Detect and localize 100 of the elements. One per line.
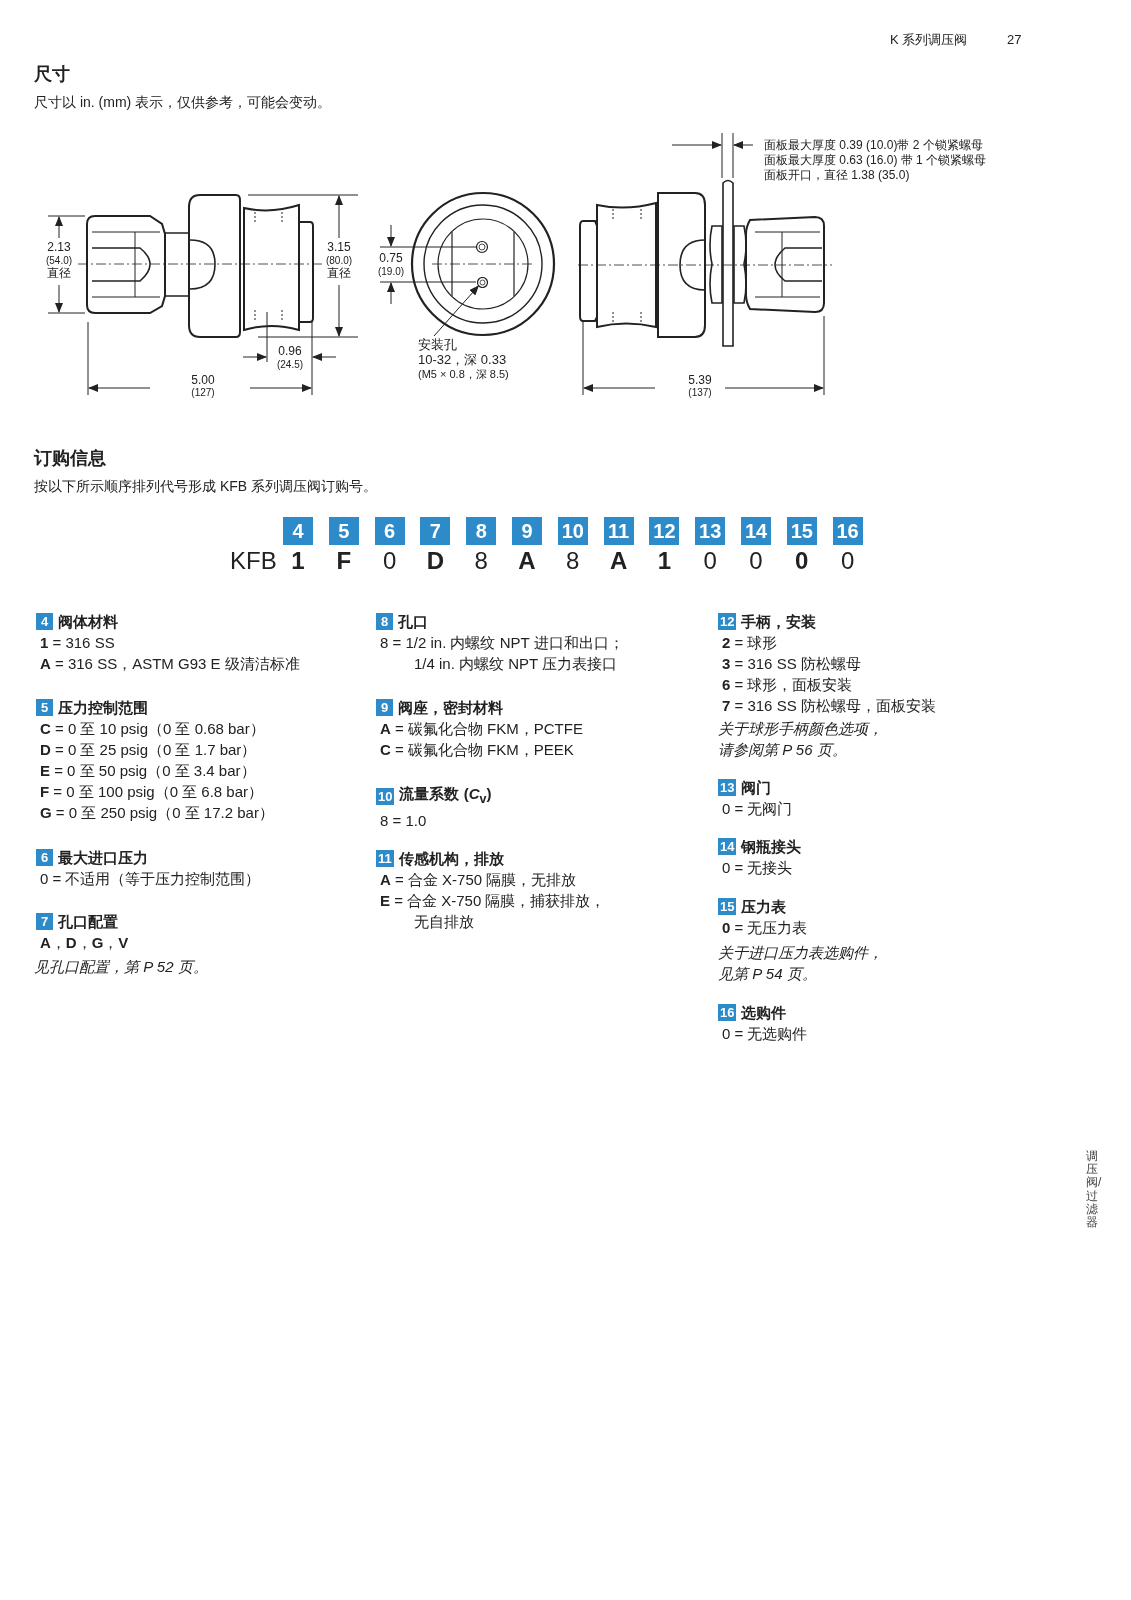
option-line: G = 0 至 250 psig（0 至 17.2 bar） [39, 803, 274, 823]
section-number-badge: 10 [376, 788, 395, 805]
option-line: 1/4 in. 内螺纹 NPT 压力表接口 [413, 654, 619, 674]
reference-note: 关于球形手柄颜色选项，请参阅第 P 56 页。 [718, 719, 884, 760]
option-heading: 钢瓶接头 [741, 837, 802, 857]
code-position-badge: 15 [786, 517, 817, 545]
code-position-badge: 5 [328, 517, 359, 545]
panel-note: 面板最大厚度 0.63 (16.0) 带 1 个锁紧螺母 [764, 153, 987, 168]
option-line: 1 = 316 SS [39, 633, 116, 653]
code-position-badge: 7 [420, 517, 451, 545]
code-character: 8 [473, 547, 489, 576]
code-position-badge: 13 [695, 517, 726, 545]
dimension-value: 0.75 [378, 251, 404, 266]
option-line: 6 = 球形，面板安装 [721, 675, 854, 695]
option-line: 8 = 1/2 in. 内螺纹 NPT 进口和出口； [379, 633, 624, 653]
section-number-badge: 9 [376, 699, 393, 716]
code-position-badge: 16 [832, 517, 863, 545]
section-number-badge: 12 [718, 613, 737, 630]
code-position-badge: 10 [557, 517, 588, 545]
dimension-value: 5.39 [687, 373, 713, 388]
option-line: 8 = 1.0 [379, 811, 428, 831]
dimension-value: (54.0) [44, 255, 74, 267]
dimension-value: (24.5) [275, 359, 305, 371]
section-number-badge: 8 [376, 613, 393, 630]
dimension-value: (127) [190, 387, 216, 399]
option-heading: 手柄，安装 [741, 612, 817, 632]
code-character: A [517, 547, 537, 576]
option-line: 7 = 316 SS 防松螺母，面板安装 [721, 696, 936, 716]
option-line: 0 = 无压力表 [721, 918, 808, 938]
code-character: 1 [656, 547, 673, 576]
section-subtitle: 尺寸以 in. (mm) 表示，仅供参考，可能会变动。 [34, 94, 332, 111]
option-line: 0 = 无接头 [721, 858, 794, 878]
option-line: 无自排放 [413, 912, 475, 932]
option-line: 0 = 无阀门 [721, 799, 793, 819]
option-heading: 压力控制范围 [58, 698, 148, 718]
option-line: E = 合金 X-750 隔膜，捕获排放， [379, 891, 606, 911]
code-position-badge: 8 [466, 517, 497, 545]
section-title: 订购信息 [34, 448, 106, 470]
code-position-badge: 4 [283, 517, 313, 545]
option-line: A = 合金 X-750 隔膜，无排放 [379, 870, 578, 890]
option-line: 0 = 不适用（等于压力控制范围） [39, 869, 261, 889]
option-heading: 阀门 [741, 778, 772, 798]
option-line: A = 碳氟化合物 FKM，PCTFE [379, 719, 583, 739]
code-position-badge: 6 [374, 517, 405, 545]
option-heading: 传感机构，排放 [398, 849, 504, 869]
option-line: A，D，G，V [39, 933, 129, 953]
section-number-badge: 13 [718, 779, 737, 796]
option-heading: 压力表 [741, 897, 787, 917]
option-line: 2 = 球形 [721, 633, 779, 653]
option-line: D = 0 至 25 psig（0 至 1.7 bar） [39, 740, 258, 760]
section-number-badge: 5 [36, 699, 53, 716]
option-line: 0 = 无选购件 [721, 1024, 808, 1044]
option-heading: 孔口配置 [58, 912, 118, 932]
section-number-badge: 11 [376, 850, 394, 867]
option-heading: 阀体材料 [58, 612, 118, 632]
section-number-badge: 16 [718, 1004, 737, 1021]
option-heading: 阀座，密封材料 [398, 698, 503, 718]
page-number: 27 [1007, 32, 1022, 48]
option-heading: 选购件 [741, 1003, 787, 1023]
code-position-badge: 12 [649, 517, 680, 545]
code-character: F [335, 547, 353, 576]
dimension-label: 直径 [327, 266, 351, 281]
section-subtitle: 按以下所示顺序排列代号形成 KFB 系列调压阀订购号。 [34, 478, 377, 495]
dimension-label: 直径 [47, 266, 71, 281]
option-line: A = 316 SS，ASTM G93 E 级清洁标准 [39, 654, 300, 674]
callout-text: 10-32，深 0.33 [418, 352, 508, 367]
code-position-badge: 14 [741, 517, 771, 545]
dimension-value: 0.96 [277, 344, 303, 359]
option-heading: 孔口 [398, 612, 428, 632]
option-line: C = 0 至 10 psig（0 至 0.68 bar） [39, 719, 266, 739]
section-number-badge: 7 [36, 913, 53, 930]
code-position-badge: 9 [512, 517, 542, 545]
option-line: F = 0 至 100 psig（0 至 6.8 bar） [39, 782, 265, 802]
code-character: 0 [794, 547, 810, 576]
reference-note: 关于进口压力表选购件，见第 P 54 页。 [718, 943, 883, 984]
header-text: K 系列调压阀 [890, 32, 968, 48]
dimension-value: 2.13 [46, 240, 72, 255]
panel-note: 面板开口，直径 1.38 (35.0) [764, 168, 910, 183]
option-line: C = 碳氟化合物 FKM，PEEK [379, 740, 575, 760]
dimension-value: (80.0) [324, 255, 354, 267]
code-character: 0 [702, 547, 718, 576]
model-prefix: KFB [230, 547, 277, 576]
code-character: D [425, 547, 446, 576]
callout-text: 安装孔 [418, 337, 458, 352]
dimension-value: (19.0) [376, 266, 406, 278]
dimension-value: 3.15 [326, 240, 352, 255]
section-title: 尺寸 [34, 64, 70, 86]
dimension-value: 5.00 [190, 373, 216, 388]
reference-note: 见孔口配置，第 P 52 页。 [34, 958, 208, 976]
code-character: 0 [748, 547, 764, 576]
panel-note: 面板最大厚度 0.39 (10.0)带 2 个锁紧螺母 [764, 138, 983, 153]
section-number-badge: 6 [36, 849, 53, 866]
callout-text: (M5 × 0.8，深 8.5) [418, 367, 510, 382]
section-number-badge: 14 [718, 838, 737, 855]
code-position-badge: 11 [603, 517, 634, 545]
dimension-value: (137) [687, 387, 713, 399]
option-line: 3 = 316 SS 防松螺母 [721, 654, 862, 674]
code-character: A [608, 547, 629, 576]
code-character: 8 [565, 547, 581, 576]
section-number-badge: 4 [36, 613, 53, 630]
